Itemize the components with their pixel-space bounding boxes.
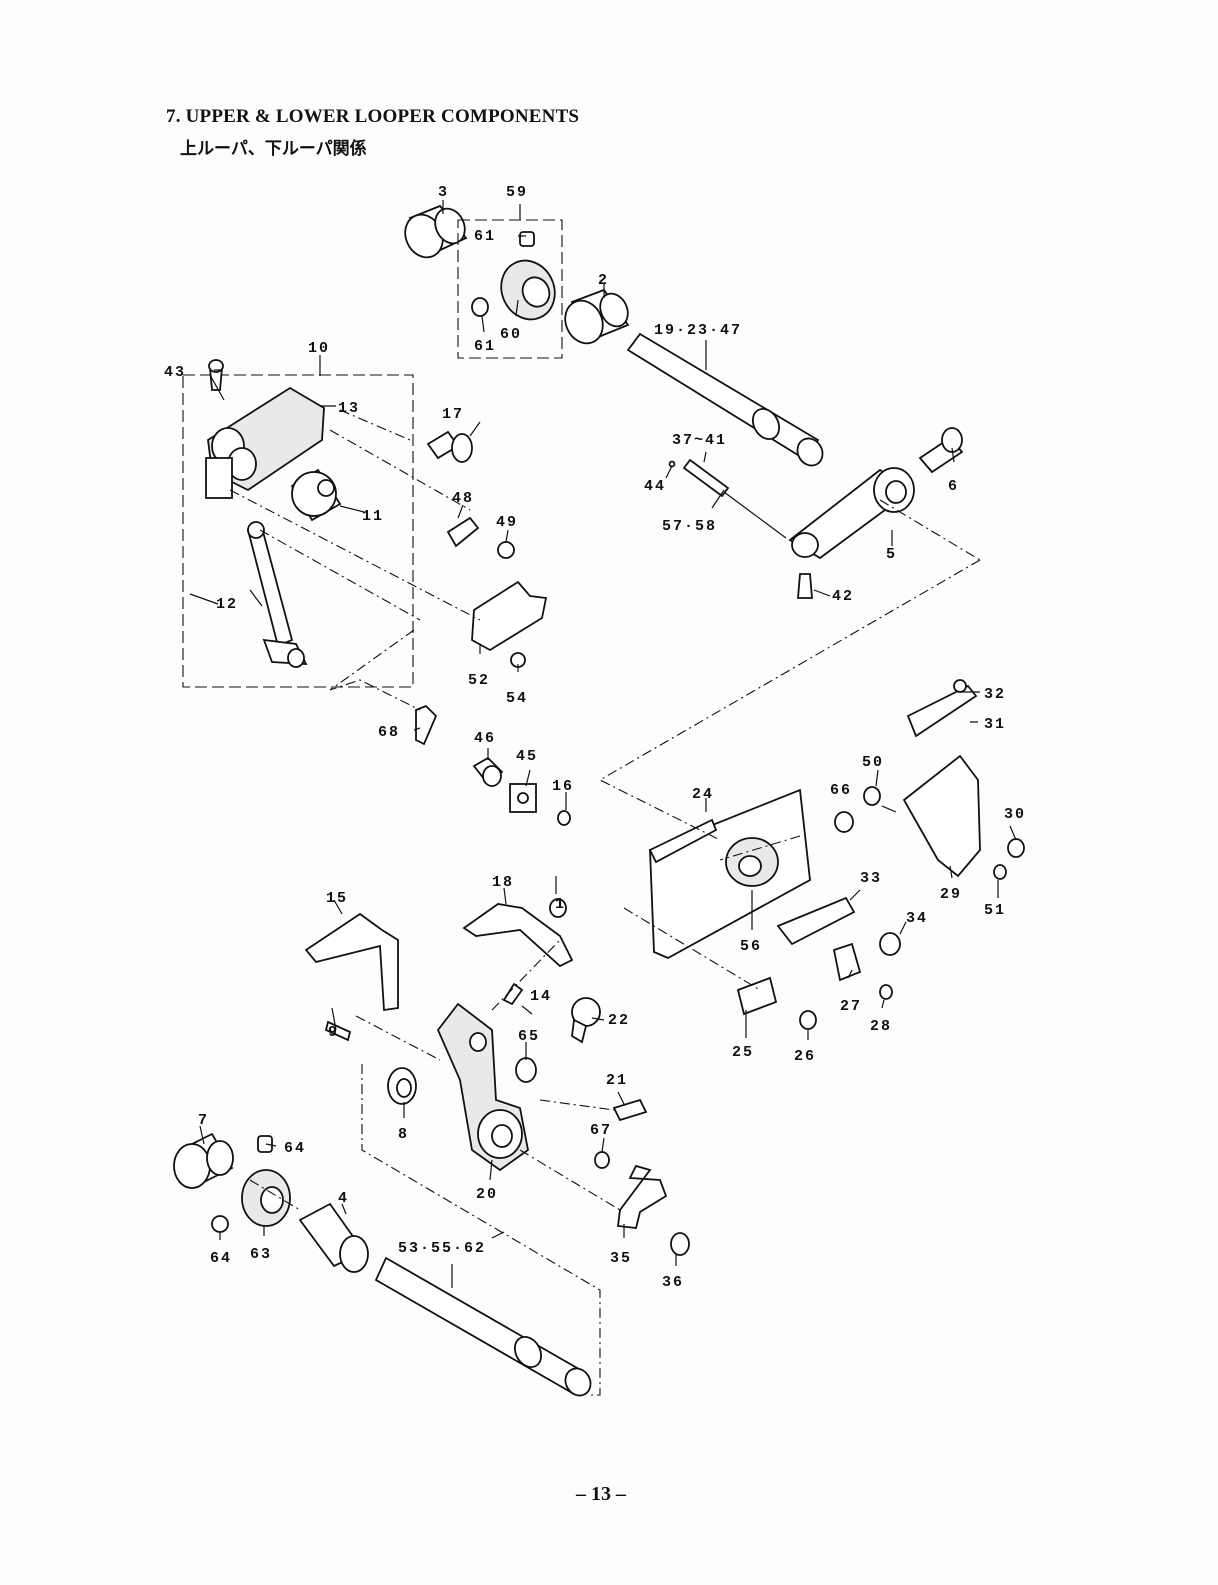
part-screw-66: [835, 812, 853, 832]
callout-26: 26: [794, 1048, 816, 1065]
callout-15: 15: [326, 890, 348, 907]
callout-56: 56: [740, 938, 762, 955]
callout-3: 3: [438, 184, 449, 201]
callout-31: 31: [984, 716, 1006, 733]
callout-43: 43: [164, 364, 186, 381]
callout-20: 20: [476, 1186, 498, 1203]
callout-2: 2: [598, 272, 609, 289]
callout-9: 9: [328, 1024, 339, 1041]
callout-6: 6: [948, 478, 959, 495]
callout-53-55-62: 53·55·62: [398, 1240, 486, 1257]
part-arm-20: [438, 1004, 528, 1170]
callout-61-bottom: 61: [474, 338, 496, 355]
callout-18: 18: [492, 874, 514, 891]
callout-64-top: 64: [284, 1140, 306, 1157]
callout-52: 52: [468, 672, 490, 689]
part-shaft-19: [628, 334, 827, 470]
callout-57-58: 57·58: [662, 518, 717, 535]
callout-45: 45: [516, 748, 538, 765]
callout-24: 24: [692, 786, 714, 803]
callout-7: 7: [198, 1112, 209, 1129]
callout-33: 33: [860, 870, 882, 887]
callout-35: 35: [610, 1250, 632, 1267]
callout-66: 66: [830, 782, 852, 799]
callout-32: 32: [984, 686, 1006, 703]
callout-61-top: 61: [474, 228, 496, 245]
callout-labels: 1 2 3 4 5 6 7 8 9 10 11 12 13 14 15 16 1…: [164, 184, 1026, 1291]
callout-60: 60: [500, 326, 522, 343]
callout-64-bottom: 64: [210, 1250, 232, 1267]
callout-44: 44: [644, 478, 666, 495]
part-pin-68: [416, 706, 436, 744]
callout-34: 34: [906, 910, 928, 927]
part-shaft-53: [376, 1258, 595, 1400]
callout-36: 36: [662, 1274, 684, 1291]
callout-59: 59: [506, 184, 528, 201]
callout-1: 1: [555, 896, 566, 913]
part-pin-46: [474, 758, 502, 786]
part-bushing-11: [292, 470, 340, 520]
callout-49: 49: [496, 514, 518, 531]
page-number: – 13 –: [576, 1483, 626, 1506]
callout-21: 21: [606, 1072, 628, 1089]
callout-37-41: 37~41: [672, 432, 727, 449]
callout-4: 4: [338, 1190, 349, 1207]
callout-17: 17: [442, 406, 464, 423]
part-bracket-29: [864, 680, 1024, 879]
callout-42: 42: [832, 588, 854, 605]
callout-10: 10: [308, 340, 330, 357]
callout-25: 25: [732, 1044, 754, 1061]
part-screw-17: [428, 432, 472, 462]
callout-46: 46: [474, 730, 496, 747]
part-plate-52: [472, 582, 546, 667]
part-bracket-25: [738, 978, 816, 1029]
callout-16: 16: [552, 778, 574, 795]
callout-28: 28: [870, 1018, 892, 1035]
part-link-12: [248, 522, 306, 667]
callout-68: 68: [378, 724, 400, 741]
callout-22: 22: [608, 1012, 630, 1029]
callout-8: 8: [398, 1126, 409, 1143]
callout-29: 29: [940, 886, 962, 903]
part-washer-8: [388, 1068, 416, 1104]
part-collar-60: [472, 232, 564, 328]
callout-12: 12: [216, 596, 238, 613]
callout-63: 63: [250, 1246, 272, 1263]
callout-51: 51: [984, 902, 1006, 919]
callout-11: 11: [362, 508, 384, 525]
part-lever-15: [306, 914, 398, 1010]
callout-54: 54: [506, 690, 528, 707]
callout-14: 14: [530, 988, 552, 1005]
callout-48: 48: [452, 490, 474, 507]
part-bushing-3: [398, 204, 470, 264]
callout-5: 5: [886, 546, 897, 563]
callout-65: 65: [518, 1028, 540, 1045]
callout-27: 27: [840, 998, 862, 1015]
callout-67: 67: [590, 1122, 612, 1139]
part-bushing-2: [558, 289, 633, 349]
part-bushing-4: [300, 1204, 368, 1272]
callout-50: 50: [862, 754, 884, 771]
callout-30: 30: [1004, 806, 1026, 823]
part-bracket-33: [778, 898, 900, 999]
callout-13: 13: [338, 400, 360, 417]
part-bracket-35: [618, 1166, 689, 1255]
callout-19-23-47: 19·23·47: [654, 322, 742, 339]
